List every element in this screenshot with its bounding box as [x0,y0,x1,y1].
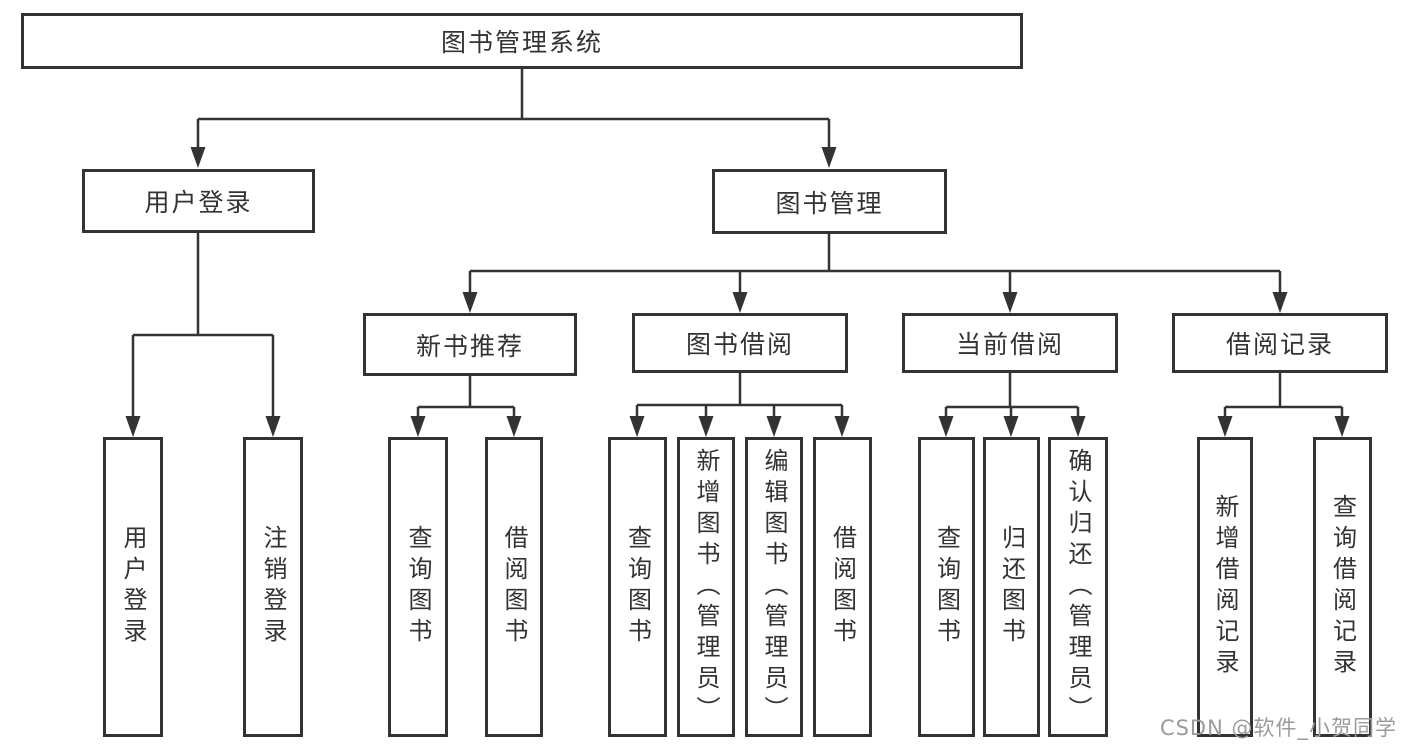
leaf-bb-query-books: 查询图书 [608,437,667,737]
arrowhead-icon [834,416,850,437]
node-new-book-rec: 新书推荐 [363,313,577,376]
node-label: 查询借阅记录 [1328,494,1357,680]
node-label: 新书推荐 [415,331,524,361]
arrowhead-icon [1002,292,1018,313]
leaf-user-login: 用户登录 [103,437,163,737]
node-label: 图书管理系统 [440,28,603,57]
node-label: 确认归还（管理员） [1064,447,1092,727]
node-label: 借阅图书 [500,525,528,649]
leaf-cb-query-books: 查询图书 [918,437,975,737]
node-label: 用户登录 [144,188,253,217]
node-label: 新增图书（管理员） [692,447,720,727]
leaf-nbr-borrow-books: 借阅图书 [485,437,543,737]
node-label: 编辑图书（管理员） [760,447,788,727]
node-label: 当前借阅 [955,330,1064,359]
arrowhead-icon [1272,292,1288,313]
arrowhead-icon [629,416,645,437]
arrowhead-icon [698,416,714,437]
node-label: 查询图书 [932,525,961,649]
arrowhead-icon [766,416,782,437]
leaf-logout: 注销登录 [243,437,303,737]
leaf-cb-return-books: 归还图书 [983,437,1040,737]
arrowheads [125,147,1350,437]
node-user-login: 用户登录 [82,169,315,233]
connector-path [131,69,1344,419]
arrowhead-icon [462,292,478,313]
arrowhead-icon [1070,416,1086,437]
arrowhead-icon [410,416,426,437]
arrowhead-icon [190,147,206,168]
node-label: 用户登录 [119,525,147,649]
arrowhead-icon [1003,416,1019,437]
leaf-cb-confirm-return: 确认归还（管理员） [1048,437,1108,737]
node-borrow-records: 借阅记录 [1172,313,1388,373]
node-label: 查询图书 [404,525,432,649]
arrowhead-icon [1334,416,1350,437]
csdn-watermark: CSDN @软件_小贺同学 [1159,716,1397,740]
leaf-bb-edit-books: 编辑图书（管理员） [745,437,803,737]
arrowhead-icon [1217,416,1233,437]
arrowhead-icon [125,416,141,437]
node-label: 查询图书 [623,525,652,649]
arrowhead-icon [732,292,748,313]
leaf-nbr-query-books: 查询图书 [388,437,448,737]
node-label: 注销登录 [259,525,287,649]
arrowhead-icon [506,416,522,437]
leaf-br-query-record: 查询借阅记录 [1313,437,1372,737]
node-book-borrow: 图书借阅 [632,313,848,373]
node-current-borrow: 当前借阅 [902,313,1118,373]
arrowhead-icon [265,416,281,437]
node-label: 借阅记录 [1225,330,1334,359]
leaf-bb-borrow-books: 借阅图书 [813,437,872,737]
node-label: 图书借阅 [685,330,794,359]
node-label: 归还图书 [997,525,1026,649]
node-root: 图书管理系统 [21,13,1023,69]
node-label: 借阅图书 [828,525,857,649]
node-book-mgmt: 图书管理 [712,169,947,234]
leaf-br-add-record: 新增借阅记录 [1197,437,1253,737]
arrowhead-icon [938,416,954,437]
node-label: 新增借阅记录 [1211,494,1239,680]
leaf-bb-add-books: 新增图书（管理员） [677,437,735,737]
node-label: 图书管理 [775,188,884,218]
arrowhead-icon [821,147,837,168]
